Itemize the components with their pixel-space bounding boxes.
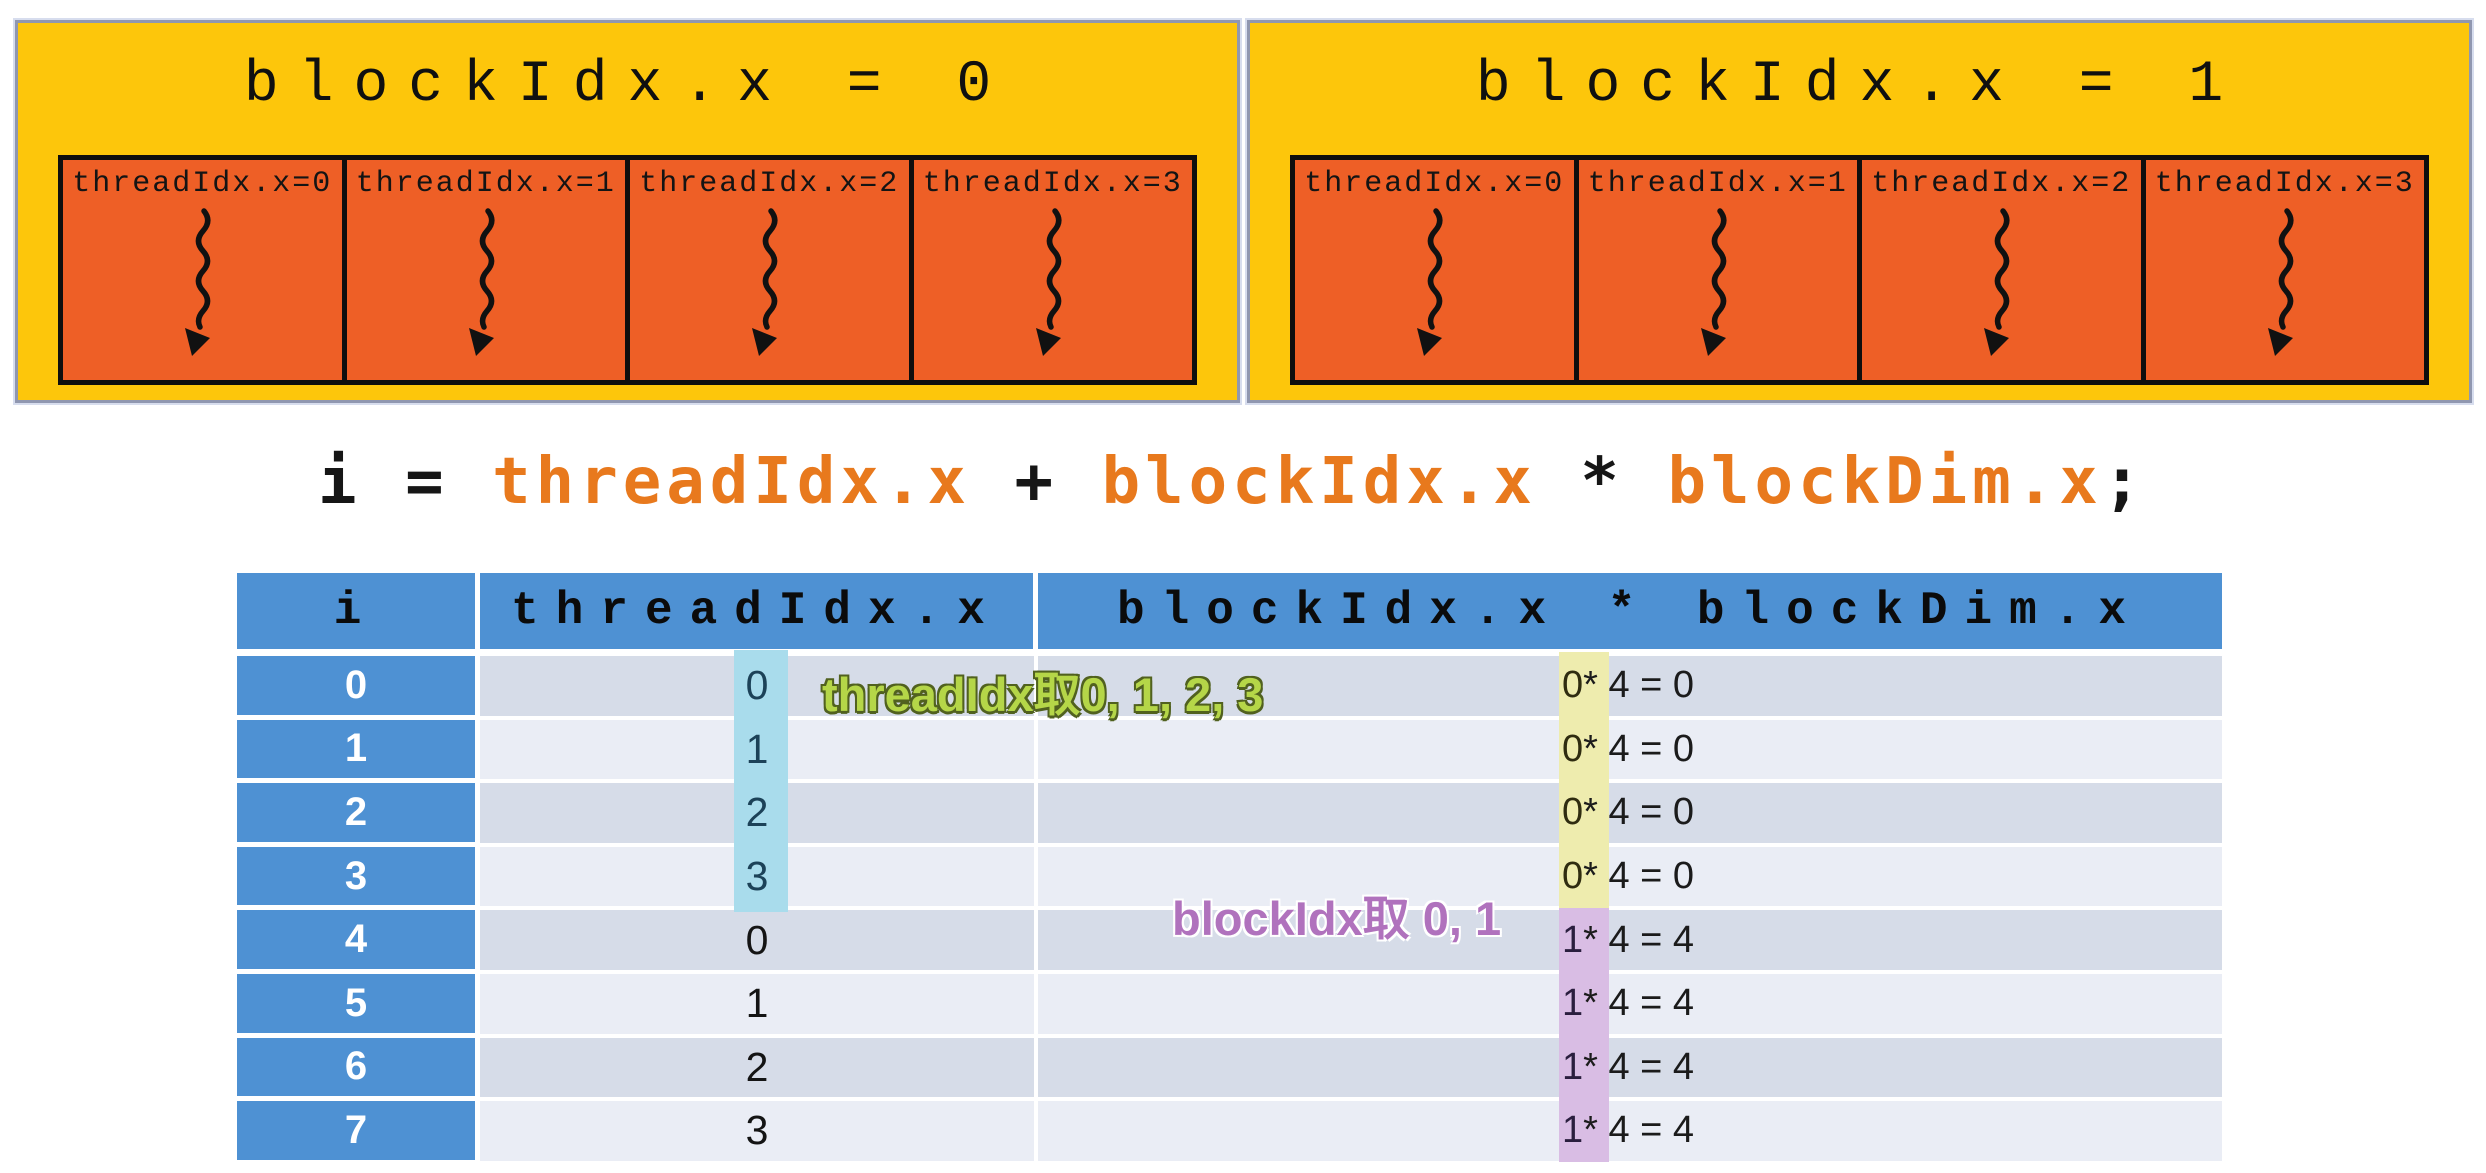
thread-cell: threadIdx.x=3 <box>2145 160 2424 380</box>
block-factor: 0 <box>1562 727 1584 770</box>
formula-lhs: i = <box>318 445 493 519</box>
block-factor: 1 <box>1562 982 1584 1025</box>
thread-value: 1 <box>745 725 769 772</box>
down-squiggle-arrow-icon <box>752 208 778 356</box>
index-table: i threadIdx.x blockIdx.x * blockDim.x 0 … <box>237 573 2222 1165</box>
block-factor: 0 <box>1562 664 1584 707</box>
table-row: 7 3 1 * 4 = 4 <box>237 1101 2222 1165</box>
down-squiggle-arrow-icon <box>1984 208 2010 356</box>
i-value: 4 <box>344 917 368 962</box>
formula-threadidx: threadIdx.x <box>492 445 971 519</box>
thread-label: threadIdx.x=0 <box>72 167 333 201</box>
thread-cell: threadIdx.x=2 <box>1862 160 2141 380</box>
blockidx0-highlight-band <box>1559 652 1609 908</box>
down-squiggle-arrow-icon <box>2267 208 2294 356</box>
thread-block-1: blockIdx.x = 1 threadIdx.x=0 threadIdx.x… <box>1247 20 2472 403</box>
thread-cell: threadIdx.x=0 <box>63 160 342 380</box>
product-expression: * 4 = 4 <box>1583 918 1695 961</box>
formula-plus: + <box>970 445 1102 519</box>
i-value: 6 <box>344 1044 368 1089</box>
down-squiggle-arrow-icon <box>1417 208 1443 356</box>
thread-label: threadIdx.x=2 <box>639 167 900 201</box>
threadidx-annotation: threadIdx取0, 1, 2, 3 <box>822 668 1264 721</box>
table-row: 0 0 0 * 4 = 0 <box>237 656 2222 720</box>
i-value: 7 <box>344 1107 368 1152</box>
thread-label: threadIdx.x=3 <box>2154 167 2415 201</box>
threadidx-highlight-band <box>734 650 788 912</box>
down-squiggle-arrow-icon <box>1035 208 1062 356</box>
product-expression: * 4 = 0 <box>1583 791 1695 834</box>
header-threadidx: threadIdx.x <box>480 573 1038 649</box>
block-factor: 1 <box>1562 1109 1584 1152</box>
i-value: 5 <box>344 980 368 1025</box>
product-expression: * 4 = 0 <box>1583 855 1695 898</box>
thread-value: 0 <box>745 662 769 709</box>
thread-value: 2 <box>745 789 769 836</box>
thread-value: 1 <box>745 980 769 1027</box>
product-expression: * 4 = 4 <box>1583 1109 1695 1152</box>
product-expression: * 4 = 4 <box>1583 1045 1695 1088</box>
thread-label: threadIdx.x=1 <box>355 167 616 201</box>
header-i: i <box>237 573 480 649</box>
thread-value: 0 <box>745 916 769 963</box>
index-formula: i = threadIdx.x + blockIdx.x * blockDim.… <box>318 445 2146 519</box>
i-value: 0 <box>344 662 368 707</box>
formula-blockdim: blockDim.x <box>1667 445 2103 519</box>
block-factor: 0 <box>1562 855 1584 898</box>
header-block-product: blockIdx.x * blockDim.x <box>1038 573 2222 649</box>
product-expression: * 4 = 4 <box>1583 982 1695 1025</box>
thread-label: threadIdx.x=0 <box>1304 167 1565 201</box>
thread-label: threadIdx.x=3 <box>922 167 1183 201</box>
block-1-title: blockIdx.x = 1 <box>1475 53 2244 118</box>
block-0-thread-container: threadIdx.x=0 threadIdx.x=1 threadIdx.x=… <box>58 155 1197 385</box>
down-squiggle-arrow-icon <box>1700 208 1727 356</box>
formula-semicolon: ; <box>2102 445 2147 519</box>
product-expression: * 4 = 0 <box>1583 727 1695 770</box>
thread-label: threadIdx.x=2 <box>1871 167 2132 201</box>
down-squiggle-arrow-icon <box>185 208 211 356</box>
blockidx1-highlight-band <box>1559 908 1609 1162</box>
table-row: 1 1 0 * 4 = 0 <box>237 719 2222 784</box>
thread-value: 3 <box>745 1107 769 1154</box>
thread-value: 2 <box>745 1043 769 1090</box>
block-factor: 0 <box>1562 791 1584 834</box>
block-1-thread-container: threadIdx.x=0 threadIdx.x=1 threadIdx.x=… <box>1290 155 2429 385</box>
thread-block-0: blockIdx.x = 0 threadIdx.x=0 threadIdx.x… <box>15 20 1240 403</box>
thread-value: 3 <box>745 853 769 900</box>
down-squiggle-arrow-icon <box>468 208 495 356</box>
table-row: 2 2 0 * 4 = 0 <box>237 783 2222 847</box>
i-value: 1 <box>344 726 368 771</box>
table-body: 0 0 0 * 4 = 0 1 1 0 * 4 = 0 2 2 0 * 4 = … <box>237 656 2222 1165</box>
thread-label: threadIdx.x=1 <box>1587 167 1848 201</box>
i-value: 3 <box>344 853 368 898</box>
table-header-row: i threadIdx.x blockIdx.x * blockDim.x <box>237 573 2222 649</box>
thread-cell: threadIdx.x=3 <box>913 160 1192 380</box>
thread-cell: threadIdx.x=2 <box>630 160 909 380</box>
i-value: 2 <box>344 789 368 834</box>
thread-cell: threadIdx.x=1 <box>346 160 625 380</box>
block-0-title: blockIdx.x = 0 <box>243 53 1012 118</box>
block-factor: 1 <box>1562 1045 1584 1088</box>
block-factor: 1 <box>1562 918 1584 961</box>
table-row: 6 2 1 * 4 = 4 <box>237 1037 2222 1102</box>
formula-blockidx: blockIdx.x <box>1101 445 1537 519</box>
formula-times: * <box>1536 445 1668 519</box>
thread-cell: threadIdx.x=1 <box>1578 160 1857 380</box>
table-row: 4 0 1 * 4 = 4 <box>237 910 2222 974</box>
thread-cell: threadIdx.x=0 <box>1295 160 1574 380</box>
table-row: 5 1 1 * 4 = 4 <box>237 973 2222 1038</box>
blockidx-annotation: blockIdx取 0, 1 <box>1172 892 1502 945</box>
product-expression: * 4 = 0 <box>1583 664 1695 707</box>
